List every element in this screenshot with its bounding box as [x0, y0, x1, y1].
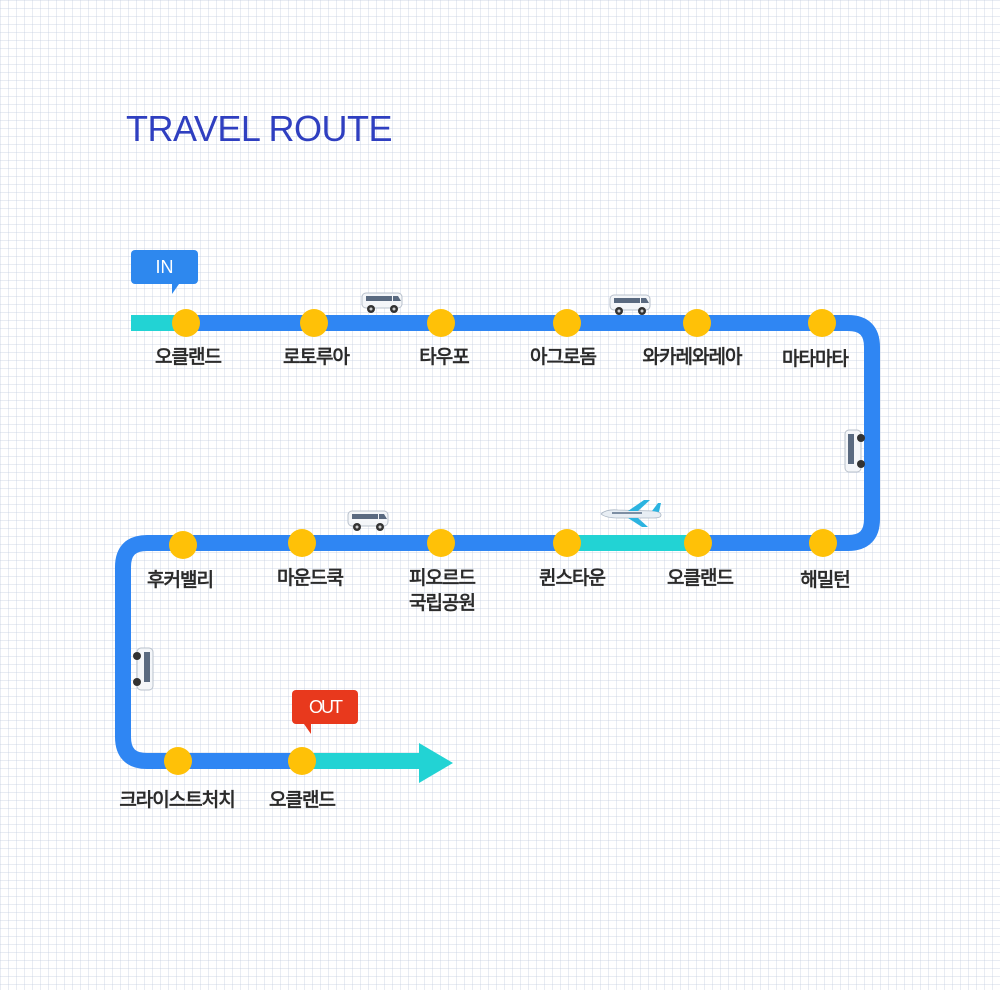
in-badge: IN — [131, 250, 198, 294]
stop-dot — [288, 529, 316, 557]
bus-icon — [133, 647, 154, 691]
stop-label: 로토루아 — [283, 346, 350, 368]
stop-dot — [553, 529, 581, 557]
route-exit-arrowhead — [419, 743, 453, 783]
stop-dot — [288, 747, 316, 775]
van-icon — [347, 510, 389, 531]
stop-dot — [300, 309, 328, 337]
stop-label: 와카레와레아 — [642, 346, 743, 368]
stop-dot — [808, 309, 836, 337]
out-badge: OUT — [292, 690, 358, 734]
stop-label: 퀸스타운 — [539, 567, 606, 589]
stop-dot — [172, 309, 200, 337]
stop-dot — [553, 309, 581, 337]
stop-label: 타우포 — [419, 346, 469, 368]
van-icon — [609, 294, 651, 315]
stop-label: 오클랜드 — [269, 789, 336, 811]
van-icon — [361, 292, 403, 313]
stop-dot — [684, 529, 712, 557]
stop-label: 마타마타 — [782, 348, 849, 370]
stop-dot — [169, 531, 197, 559]
stop-label: 오클랜드 — [155, 346, 222, 368]
stop-label: 오클랜드 — [667, 567, 734, 589]
route-line — [115, 315, 880, 769]
stop-label: 마운드쿡 — [277, 567, 344, 589]
stop-label: 아그로돔 — [530, 346, 597, 368]
bus-icon — [844, 429, 865, 473]
stop-label: 해밀턴 — [800, 569, 850, 591]
stop-dot — [809, 529, 837, 557]
stop-dot — [164, 747, 192, 775]
stop-label: 피오르드 국립공원 — [409, 567, 476, 614]
airplane-icon — [600, 500, 662, 527]
stop-dot — [427, 309, 455, 337]
stop-dot — [683, 309, 711, 337]
page-title: TRAVEL ROUTE — [126, 108, 393, 149]
stop-label: 후커밸리 — [147, 569, 214, 591]
stop-label: 크라이스트처치 — [119, 789, 235, 811]
stop-dot — [427, 529, 455, 557]
